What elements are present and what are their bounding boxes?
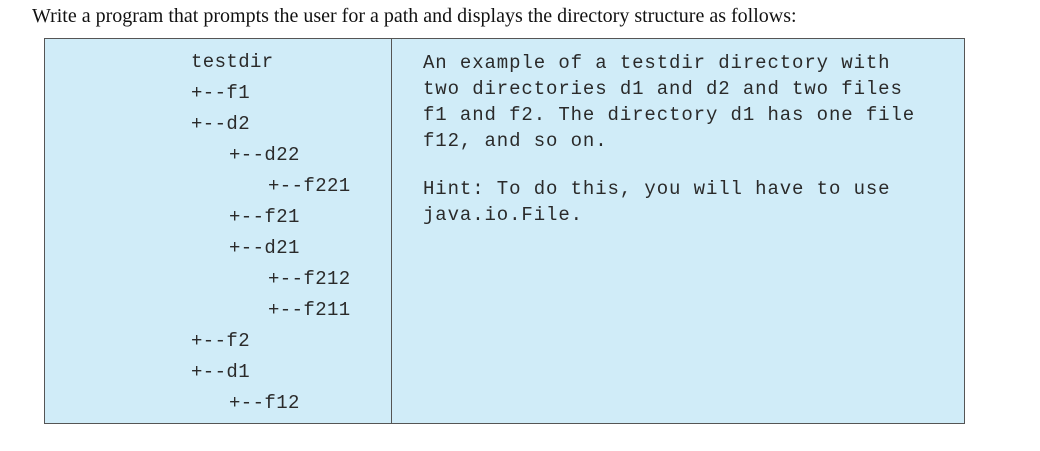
- tree-node-f221: +--f221: [268, 175, 351, 197]
- tree-node-f1: +--f1: [191, 82, 251, 104]
- description-line: f1 and f2. The directory d1 has one file: [423, 104, 916, 126]
- hint-line: Hint: To do this, you will have to use: [423, 178, 891, 200]
- description-line: An example of a testdir directory with: [423, 52, 891, 74]
- exercise-prompt: Write a program that prompts the user fo…: [32, 5, 797, 27]
- description-line: two directories d1 and d2 and two files: [423, 78, 903, 100]
- tree-node-f2: +--f2: [191, 330, 251, 352]
- tree-node-testdir: testdir: [191, 51, 274, 73]
- tree-node-f12: +--f12: [229, 392, 300, 414]
- tree-node-f211: +--f211: [268, 299, 351, 321]
- hint-line: java.io.File.: [423, 204, 583, 226]
- tree-node-d1: +--d1: [191, 361, 251, 383]
- example-box: testdir +--f1 +--d2 +--d22 +--f221 +--f2…: [44, 38, 965, 424]
- tree-node-d2: +--d2: [191, 113, 251, 135]
- tree-node-f212: +--f212: [268, 268, 351, 290]
- tree-node-d22: +--d22: [229, 144, 300, 166]
- column-divider: [391, 39, 392, 423]
- tree-node-d21: +--d21: [229, 237, 300, 259]
- tree-node-f21: +--f21: [229, 206, 300, 228]
- description-line: f12, and so on.: [423, 130, 608, 152]
- directory-tree: testdir +--f1 +--d2 +--d22 +--f221 +--f2…: [45, 39, 391, 423]
- description-text: An example of a testdir directory with t…: [423, 50, 963, 228]
